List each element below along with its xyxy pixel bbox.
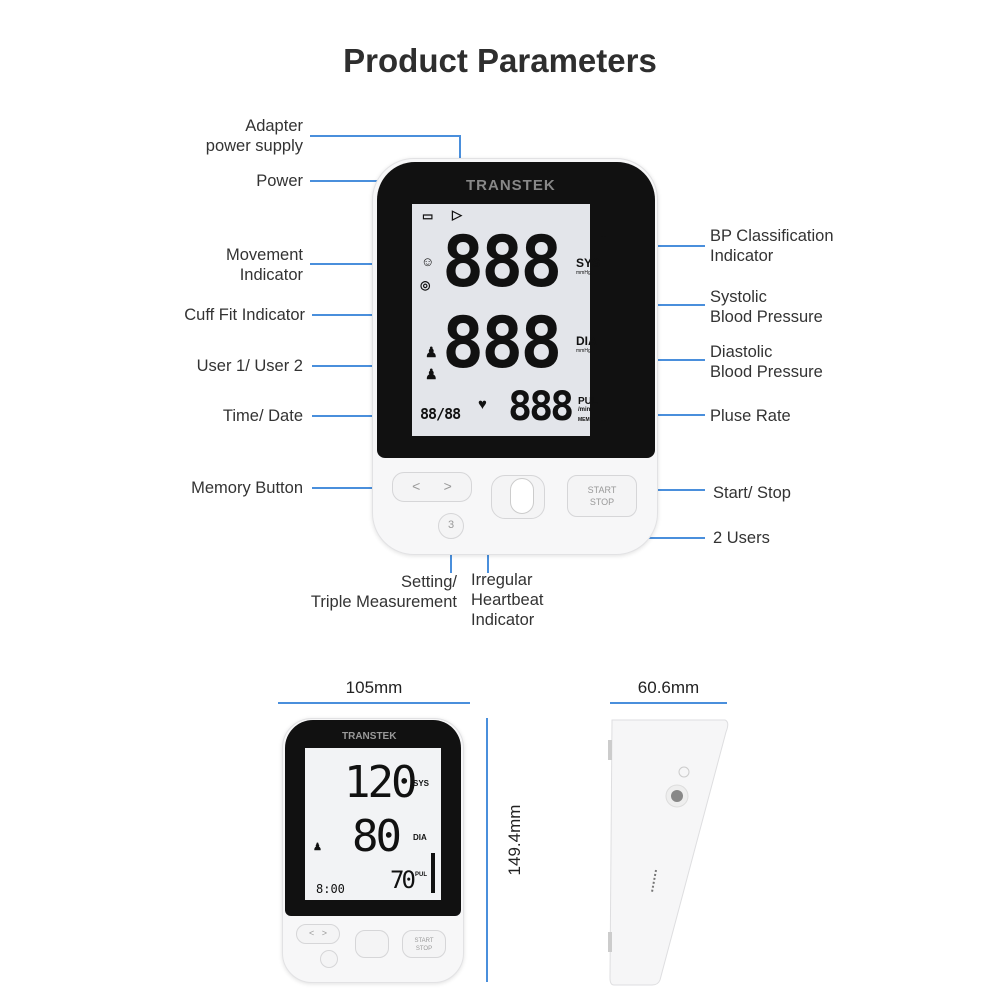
small-brand-logo: TRANSTEK [342,731,397,742]
pulse-readout: 888 [508,384,574,430]
label-power: Power [256,172,303,190]
small-pulse-readout: 70 [390,866,416,894]
small-user-icon: ♟ [313,842,322,853]
small-time-readout: 8:00 [316,882,345,896]
side-port-icon [671,790,683,802]
diastolic-readout: 888 [442,302,562,384]
per-min-label: /min [578,407,591,413]
side-button-icon [678,766,690,778]
memory-button[interactable]: < > [392,472,472,502]
mem-label: MEM [578,417,590,423]
dia-label: DIA [576,334,597,348]
small-user-switch[interactable] [355,930,389,958]
user-2-icon: ♟ [425,366,438,382]
page-title: Product Parameters [343,42,657,79]
small-setting-button[interactable] [320,950,338,968]
setting-triple-button[interactable]: 3 [438,513,464,539]
label-cuff-fit: Cuff Fit Indicator [184,306,305,324]
label-user: User 1/ User 2 [196,357,303,375]
user-switch-knob[interactable] [510,478,534,514]
small-lcd-screen [305,748,441,900]
user-1-icon: ♟ [425,344,438,360]
device-side-view [608,719,729,986]
small-dia-label: DIA [413,833,427,842]
small-sys-label: SYS [413,779,430,788]
height-dimension: 149.4mm [505,804,524,876]
label-setting: Setting/Triple Measurement [310,573,457,611]
memory-next-button[interactable]: > [443,478,452,494]
memory-prev-button[interactable]: < [412,478,421,494]
battery-icon: ▭ [422,209,434,223]
label-memory-button: Memory Button [191,479,303,497]
lcd-screen [412,204,590,436]
pul-label: PUL [578,396,598,407]
label-2-users: 2 Users [713,529,770,547]
systolic-readout: 888 [442,221,562,303]
time-date-readout: 88/88 [420,405,461,423]
dia-unit: mmHg [576,348,591,354]
irregular-heartbeat-icon: ♥ [478,396,487,413]
label-time-date: Time/ Date [222,407,303,425]
cuff-fit-icon: ◎ [420,278,431,292]
depth-dimension: 60.6mm [637,678,700,697]
small-pul-label: PUL [415,872,427,878]
user-switch[interactable] [491,475,545,519]
label-start-stop: Start/ Stop [713,484,791,502]
label-pulse-rate: Pluse Rate [710,407,791,425]
width-dimension: 105mm [345,678,403,697]
small-bp-bar [431,853,435,893]
adapter-icon: ▷ [452,207,462,222]
bp-classification-bar [601,236,606,421]
small-diastolic-readout: 80 [352,811,402,862]
sys-unit: mmHg [576,270,591,276]
small-systolic-readout: 120 [344,757,418,808]
brand-logo: TRANSTEK [466,177,556,194]
small-memory-button[interactable]: < > [296,924,340,944]
movement-icon: ☺ [421,254,435,269]
sys-label: SYS [576,256,601,270]
